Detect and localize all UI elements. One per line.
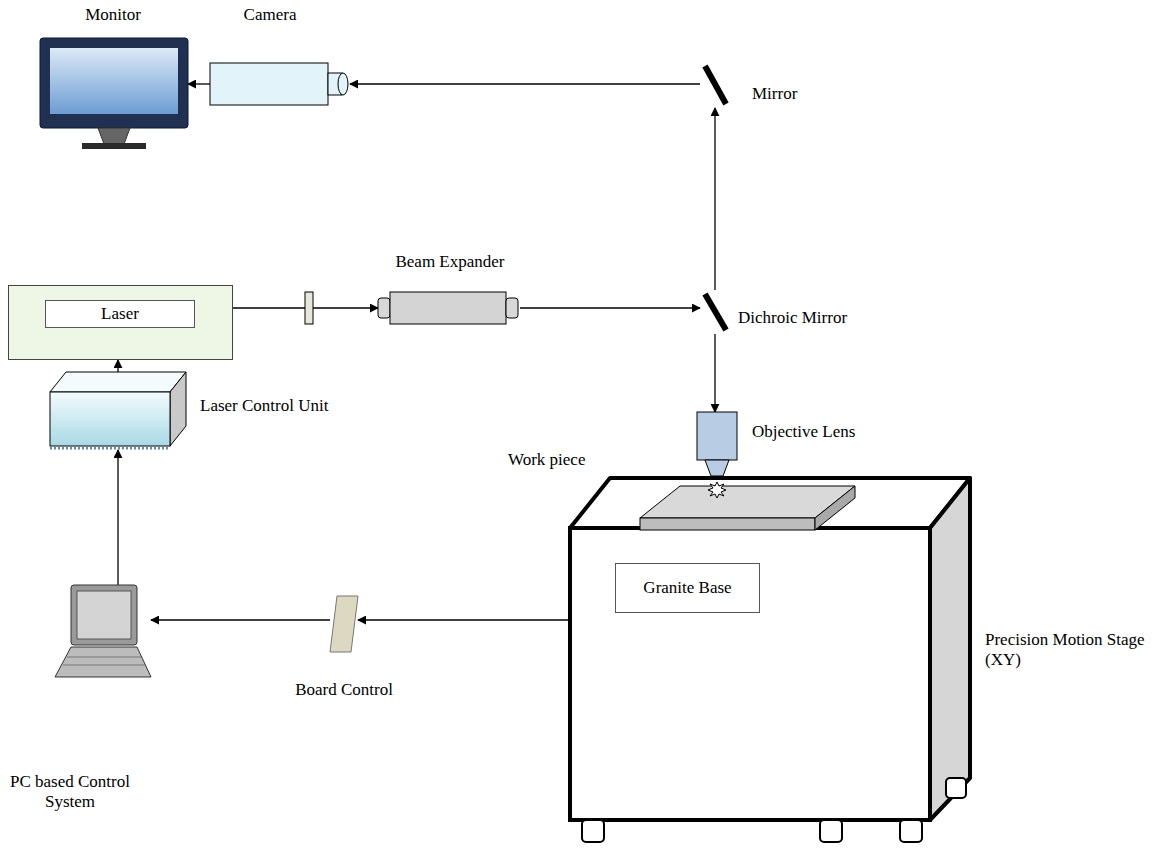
camera-lens — [338, 73, 348, 95]
beam-arrow — [151, 619, 330, 620]
expander-body — [390, 292, 506, 324]
component-shape — [570, 478, 970, 845]
board-symbol — [330, 596, 358, 652]
beam-arrow — [358, 619, 570, 620]
component-shape — [50, 372, 187, 450]
component-label: Beam Expander — [395, 252, 504, 272]
component-node: Camera — [210, 62, 350, 106]
component-node: Dichroic Mirror — [700, 290, 730, 334]
component-shape — [700, 290, 730, 334]
component-label: Precision Motion Stage (XY) — [985, 630, 1150, 669]
component-shape — [700, 62, 730, 108]
component-shape — [378, 290, 520, 326]
component-label: Monitor — [85, 5, 141, 25]
workpiece-side — [815, 486, 855, 530]
dichroic-mirror-symbol — [705, 294, 726, 330]
workpiece-front — [640, 518, 815, 530]
component-label: Camera — [244, 5, 297, 25]
laser-spot — [708, 482, 726, 498]
lens-nozzle — [705, 460, 729, 476]
component-node: Objective Lens — [697, 412, 737, 478]
monitor-frame — [40, 38, 188, 128]
component-label: Objective Lens — [752, 422, 855, 442]
stage-leg — [820, 820, 842, 842]
component-node: Board Control — [330, 596, 358, 652]
stage-leg — [900, 820, 922, 842]
component-label: Granite Base — [615, 563, 760, 613]
key-row — [67, 657, 141, 658]
unit-side — [170, 372, 186, 446]
unit-top — [50, 372, 186, 392]
monitor-screen — [50, 48, 178, 114]
monitor-base — [82, 143, 146, 149]
beam-arrow — [520, 307, 700, 308]
key-row — [63, 665, 145, 666]
component-node: Laser Control Unit — [50, 372, 187, 450]
component-label: Laser — [45, 300, 195, 328]
component-node: Work piecePrecision Motion Stage (XY)Gra… — [570, 478, 970, 845]
component-label: PC based Control System — [10, 772, 130, 811]
camera-body — [210, 63, 328, 105]
beam-arrow — [350, 83, 700, 84]
component-node: Mirror — [700, 62, 730, 108]
component-node: Work piece — [640, 486, 855, 532]
beam-arrow — [714, 334, 715, 412]
monitor-stand — [98, 128, 130, 144]
component-node: Laser — [8, 285, 233, 360]
mirror-symbol — [705, 66, 726, 104]
component-node: Monitor — [40, 38, 188, 150]
component-node: Beam Expander — [378, 290, 520, 326]
component-shape — [330, 596, 358, 652]
component-label: Dichroic Mirror — [738, 308, 847, 328]
component-label: Mirror — [752, 84, 797, 104]
component-shape — [640, 486, 855, 532]
unit-front — [50, 392, 170, 446]
expander-cap — [378, 298, 390, 318]
component-node: PC based Control System — [55, 585, 151, 680]
component-shape — [55, 585, 151, 680]
unit-base — [50, 447, 170, 450]
filter-plate — [305, 292, 313, 324]
component-label: Work piece — [508, 450, 585, 470]
component-label: Laser Control Unit — [200, 396, 328, 416]
laptop-keyboard — [55, 647, 151, 677]
laptop-lid — [71, 585, 137, 645]
beam-arrow — [117, 450, 118, 585]
stage-side — [930, 478, 970, 820]
laptop-screen — [77, 591, 131, 639]
component-label: Board Control — [295, 680, 393, 700]
lens-body — [697, 412, 737, 460]
component-shape — [210, 62, 350, 106]
beam-arrow — [117, 360, 118, 372]
beam-arrow — [714, 108, 715, 290]
beam-arrow — [188, 83, 210, 84]
component-shape — [40, 38, 188, 150]
stage-leg — [582, 820, 604, 842]
stage-front — [570, 528, 930, 820]
stage-leg — [946, 778, 966, 798]
expander-cap — [506, 298, 518, 318]
component-shape — [697, 412, 737, 478]
